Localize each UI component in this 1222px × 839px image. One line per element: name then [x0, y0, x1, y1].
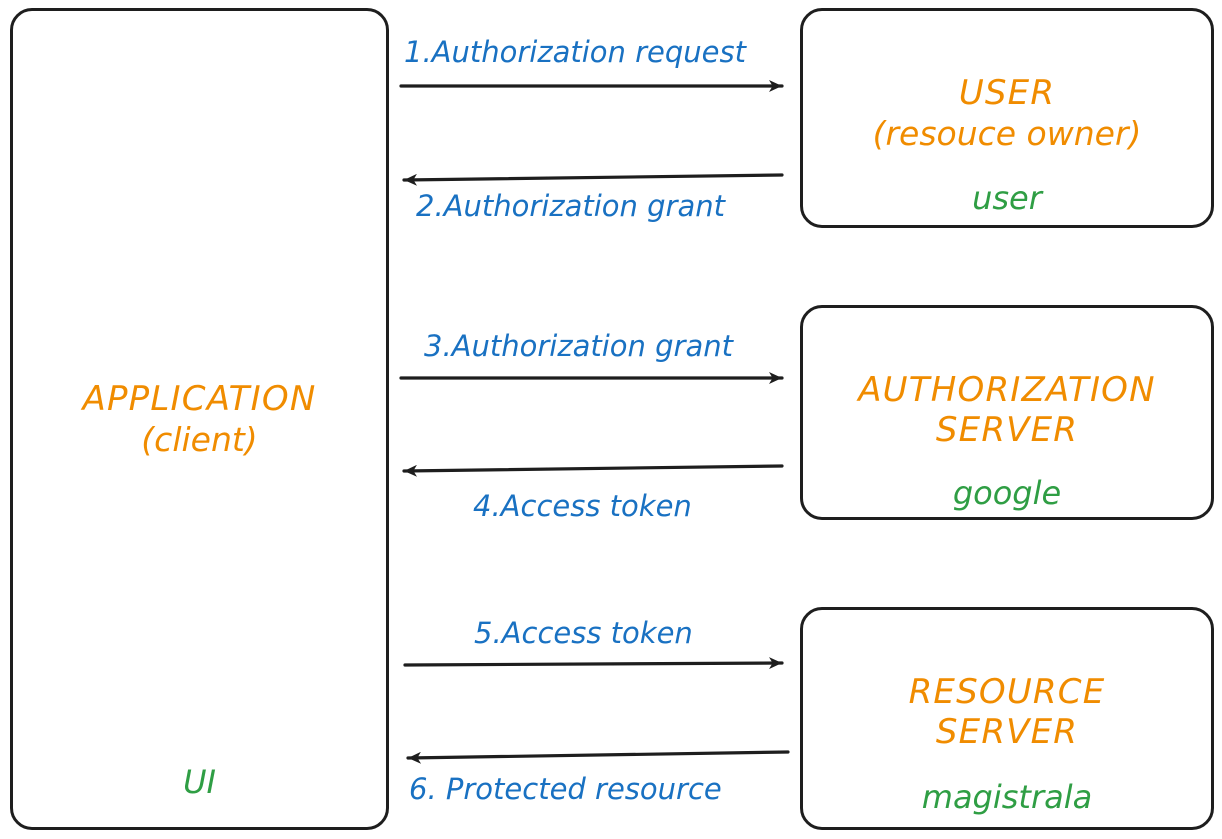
- resource-server-tag: magistrala: [921, 778, 1093, 816]
- node-application: APPLICATION (client) UI: [10, 8, 389, 830]
- arrow-label-1: 1.Authorization request: [404, 35, 746, 69]
- arrow-label-3: 3.Authorization grant: [424, 329, 733, 363]
- user-tag: user: [972, 179, 1042, 217]
- application-tag-group: UI: [13, 763, 386, 801]
- user-title: USER: [958, 73, 1056, 113]
- arrow-label-2: 2.Authorization grant: [416, 189, 725, 223]
- resource-server-text-group: RESOURCE SERVER: [803, 672, 1211, 752]
- user-subtitle: (resouce owner): [872, 114, 1142, 154]
- authorization-server-text-group: AUTHORIZATION SERVER: [803, 370, 1211, 450]
- authorization-server-tag: google: [952, 474, 1062, 512]
- resource-server-tag-group: magistrala: [803, 778, 1211, 816]
- arrow-line-6: [406, 750, 790, 764]
- node-authorization-server: AUTHORIZATION SERVER google: [800, 305, 1214, 520]
- application-text-group: APPLICATION (client): [13, 379, 386, 460]
- arrow-label-5: 5.Access token: [474, 616, 693, 650]
- authorization-server-title: AUTHORIZATION SERVER: [858, 370, 1156, 451]
- arrow-label-6: 6. Protected resource: [409, 772, 722, 806]
- user-text-group: USER (resouce owner): [803, 73, 1211, 154]
- application-title: APPLICATION: [82, 379, 317, 419]
- arrow-label-4: 4.Access token: [473, 489, 692, 523]
- node-resource-server: RESOURCE SERVER magistrala: [800, 607, 1214, 830]
- user-tag-group: user: [803, 179, 1211, 217]
- arrow-line-4: [402, 464, 784, 477]
- resource-server-title: RESOURCE SERVER: [908, 672, 1106, 753]
- node-user: USER (resouce owner) user: [800, 8, 1214, 228]
- arrow-line-5: [403, 657, 784, 670]
- application-subtitle: (client): [141, 420, 258, 460]
- arrow-line-2: [402, 173, 784, 186]
- authorization-server-tag-group: google: [803, 474, 1211, 512]
- application-tag: UI: [183, 763, 216, 801]
